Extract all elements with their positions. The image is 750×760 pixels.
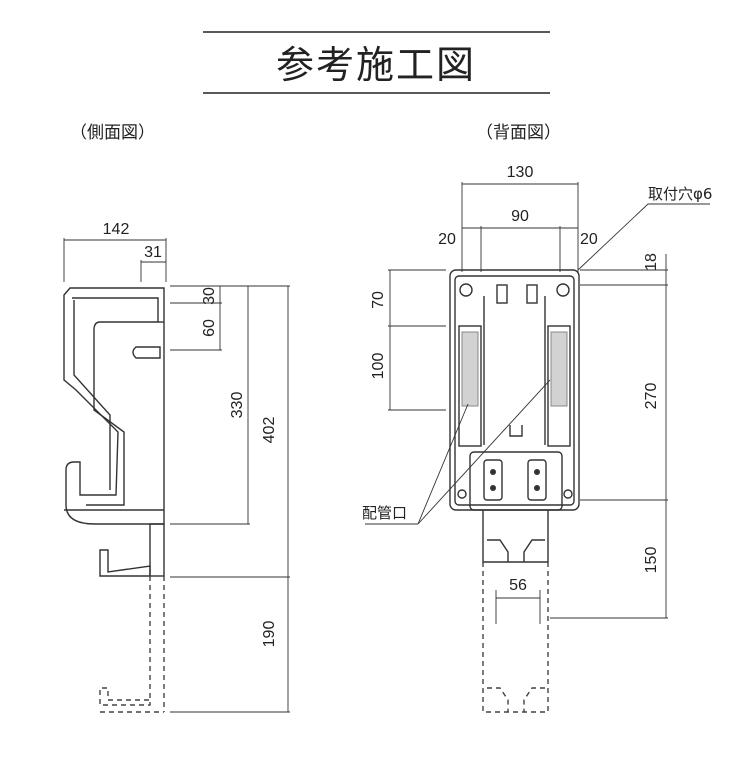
side-rail-extension [99,576,151,706]
dim-side-330: 330 [229,392,246,419]
back-view-heading: （背面図） [476,123,561,143]
dim-back-90: 90 [511,208,529,225]
dim-side-top-offset: 31 [144,244,162,261]
pipe-port-label: 配管口 [362,504,407,522]
dim-back-70: 70 [370,291,387,309]
pipe-port-right [550,331,568,407]
dim-side-60: 60 [201,319,218,337]
dim-side-width: 142 [103,221,130,238]
mount-hole-label: 取付穴φ6 [648,185,712,203]
dim-back-100: 100 [370,353,387,380]
side-view-heading: （側面図） [70,123,155,143]
dim-back-150: 150 [643,547,660,574]
dim-back-right-20: 20 [580,231,598,248]
drawing-title: 参考施工図 [276,43,476,87]
dim-back-width: 130 [507,164,534,181]
dim-back-270: 270 [643,383,660,410]
side-body-outline [63,287,165,525]
pipe-port-left [461,331,479,407]
dim-side-30: 30 [201,287,218,305]
dim-back-18: 18 [643,253,660,271]
dim-side-402: 402 [261,417,278,444]
side-hook [99,549,151,577]
back-mount-bracket [469,451,563,511]
back-view: （背面図） 130 90 20 20 取付穴φ6 [362,123,712,713]
dim-side-190: 190 [261,621,278,648]
back-rail-extension [482,562,549,713]
dim-back-left-20: 20 [438,231,456,248]
dim-back-56: 56 [509,577,527,594]
side-view: （側面図） 142 31 30 60 330 [63,123,290,713]
